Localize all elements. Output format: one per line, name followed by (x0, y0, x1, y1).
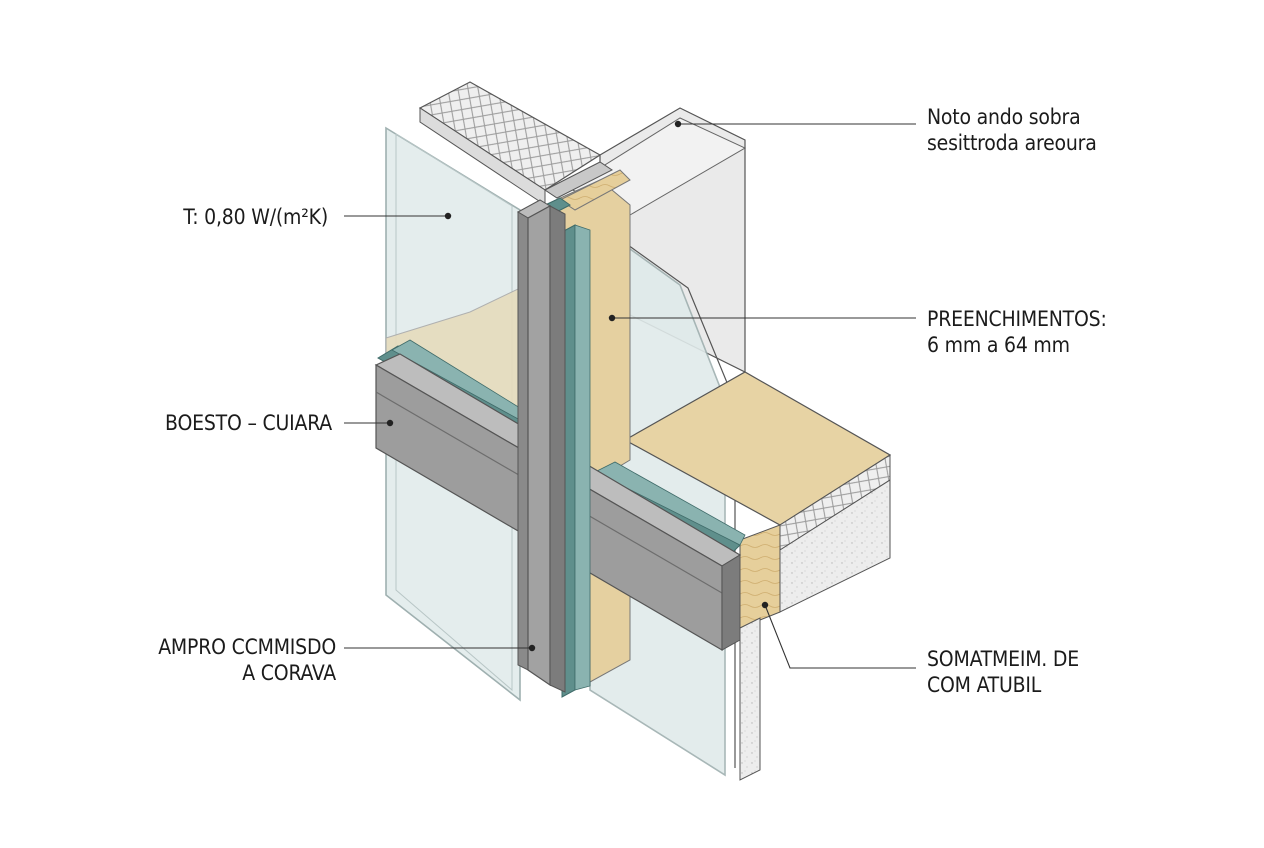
vertical-mullion (516, 161, 613, 693)
callout-infill: PREENCHIMENTOS: 6 mm a 64 mm (927, 306, 1107, 358)
callout-infill-line-2: 6 mm a 64 mm (927, 333, 1070, 357)
callout-bottom-right-line-1: SOMATMEIM. DE (927, 647, 1079, 671)
callout-infill-line-1: PREENCHIMENTOS: (927, 307, 1107, 331)
lower-wall-strip (739, 617, 761, 781)
callout-u-value-line-1: T: 0,80 W/(m²K) (183, 205, 328, 229)
callout-mullion: AMPRO CCMMISDO A CORAVA (158, 634, 336, 686)
callout-mullion-line-2: A CORAVA (242, 661, 336, 685)
callout-bottom-right: SOMATMEIM. DE COM ATUBIL (927, 646, 1079, 698)
callout-top-right-line-2: sesittroda areoura (927, 131, 1097, 155)
callout-u-value: T: 0,80 W/(m²K) (183, 204, 328, 230)
callout-beam-line-1: BOESTO – CUIARA (165, 411, 332, 435)
leader-dots (386, 120, 769, 652)
callout-top-right-line-1: Noto ando sobra (927, 105, 1081, 129)
callout-beam: BOESTO – CUIARA (165, 410, 332, 436)
floor-slab (623, 371, 892, 629)
callout-top-right: Noto ando sobra sesittroda areoura (927, 104, 1097, 156)
callout-mullion-line-1: AMPRO CCMMISDO (158, 635, 336, 659)
callout-bottom-right-line-2: COM ATUBIL (927, 673, 1042, 697)
leader-lines (344, 123, 916, 669)
